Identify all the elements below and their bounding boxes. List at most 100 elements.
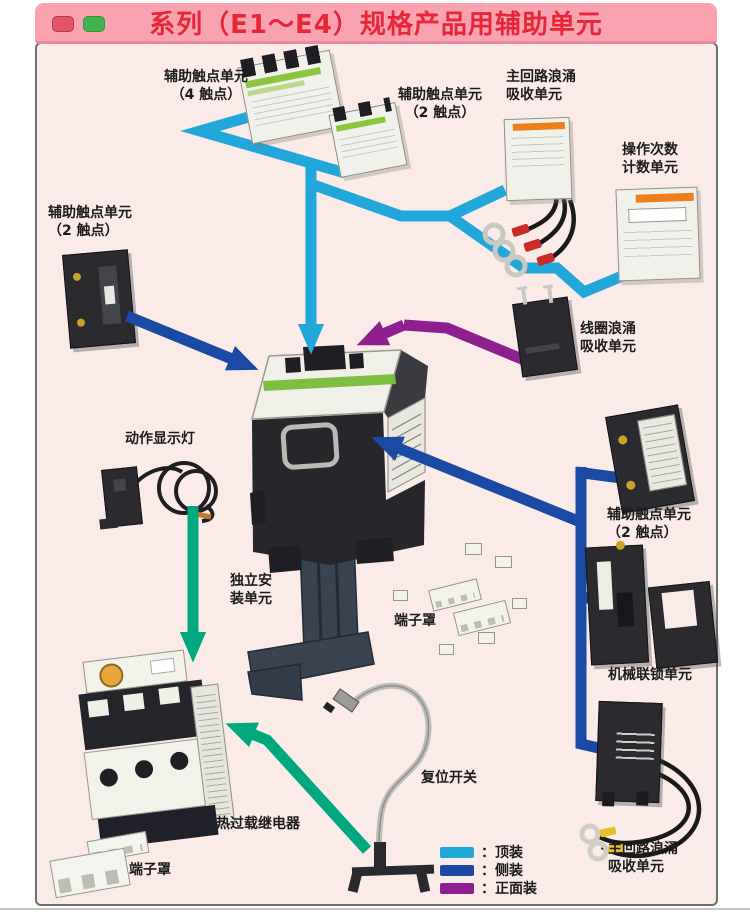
cover-clip — [478, 632, 495, 644]
unit-slot — [103, 285, 116, 305]
label-thermal-relay: 热过载继电器 — [216, 815, 300, 833]
gold-contact — [76, 318, 86, 327]
cover-teeth — [57, 868, 124, 894]
terminal-hole — [134, 759, 155, 780]
label-line: 操作次数 — [622, 142, 678, 158]
terminal — [122, 692, 145, 712]
label-line: （4 触点） — [170, 87, 242, 103]
label-line: 吸收单元 — [608, 859, 664, 875]
label-mount-unit: 独立安 装单元 — [230, 572, 272, 608]
label-line: 机械联锁单元 — [608, 667, 692, 683]
terminal-hole — [98, 767, 119, 788]
label-main-surge-top: 主回路浪涌 吸收单元 — [506, 68, 576, 104]
terminal-cover — [452, 599, 512, 637]
label-line: 热过载继电器 — [216, 816, 300, 832]
legend-label: ：正面装 — [481, 881, 537, 897]
main-surge-absorber-top — [503, 116, 573, 202]
label-plate — [637, 414, 688, 492]
label-line: 主回路浪涌 — [608, 841, 678, 857]
label-lines — [641, 419, 682, 484]
orange-stripe — [512, 122, 565, 131]
legend-item-top-mount: ：顶装 — [440, 845, 523, 861]
cover-clip — [393, 590, 408, 601]
label-line: 线圈浪涌 — [580, 321, 636, 337]
label-terminal-cover-left: 端子罩 — [129, 861, 171, 879]
switch-connector — [332, 688, 360, 713]
label-line: 复位开关 — [421, 770, 477, 786]
gold-screw — [625, 480, 636, 491]
indicator-lamp-unit — [99, 466, 143, 530]
foot — [602, 792, 615, 807]
legend-label: ：侧装 — [481, 863, 523, 879]
label-terminal-cover-mid: 端子罩 — [394, 612, 436, 630]
terminal — [87, 699, 110, 718]
vent-lines — [511, 135, 565, 167]
terminal-cover — [49, 847, 131, 899]
lamp-window — [113, 478, 127, 492]
operation-counter-unit — [615, 186, 701, 282]
bracket-opening — [661, 589, 698, 629]
label-line: 辅助触点单元 — [164, 69, 248, 85]
cover-clip — [465, 543, 482, 555]
label-line: （2 触点） — [404, 105, 476, 121]
label-line: （2 触点） — [48, 223, 119, 239]
window-title: 系列（E1～E4）规格产品用辅助单元 — [149, 9, 603, 40]
label-aux2-right: 辅助触点单元 （2 触点） — [607, 506, 691, 542]
orange-stripe — [635, 192, 694, 203]
legend-swatch-top-mount — [440, 846, 474, 858]
bottom-divider — [0, 908, 750, 910]
label-line: 端子罩 — [394, 613, 436, 629]
foot — [636, 791, 649, 806]
label-line: 计数单元 — [622, 160, 678, 176]
cover-clip — [512, 598, 527, 609]
label-line: 独立安 — [230, 573, 272, 589]
label-indicator-lamp: 动作显示灯 — [125, 430, 195, 448]
white-slot — [596, 561, 614, 610]
terminal-covers-mid — [375, 540, 535, 660]
thermal-overload-relay — [70, 644, 236, 860]
label-line: 吸收单元 — [506, 87, 562, 103]
label-coil-surge: 线圈浪涌 吸收单元 — [580, 320, 636, 356]
main-surge-absorber-bottom — [595, 700, 663, 807]
window-minimize-button[interactable] — [83, 16, 105, 32]
legend-swatch-side-mount — [440, 864, 474, 876]
counter-window — [628, 207, 687, 224]
label-line: （2 触点） — [607, 525, 678, 541]
clamp-foot — [347, 871, 363, 893]
cover-teeth — [435, 592, 476, 608]
legend-item-side-mount: ：侧装 — [440, 863, 523, 879]
label-line: 装单元 — [230, 591, 272, 607]
label-line: 端子罩 — [129, 862, 171, 878]
label-aux2-left: 辅助触点单元 （2 触点） — [48, 204, 132, 240]
reset-tab — [149, 657, 176, 675]
switch-tip — [322, 701, 336, 714]
label-interlock: 机械联锁单元 — [608, 666, 692, 684]
unit-detail — [525, 343, 560, 354]
label-lines — [615, 728, 655, 760]
label-aux2-top: 辅助触点单元 （2 触点） — [384, 86, 496, 122]
label-line: 辅助触点单元 — [398, 87, 482, 103]
gold-screw — [617, 434, 628, 446]
cover-clip — [439, 644, 454, 655]
mechanical-interlock-bracket — [647, 580, 719, 670]
label-line: 辅助触点单元 — [48, 205, 132, 221]
window-close-button[interactable] — [52, 16, 74, 32]
cover-clip — [495, 556, 512, 568]
label-reset-switch: 复位开关 — [421, 769, 477, 787]
window-title-bar: 系列（E1～E4）规格产品用辅助单元 — [35, 3, 717, 44]
reset-switch-unit — [322, 684, 442, 899]
label-line: 辅助触点单元 — [607, 507, 691, 523]
legend-swatch-front-mount — [440, 882, 474, 894]
dark-slot — [616, 592, 635, 627]
label-main-surge-bottom: 主回路浪涌 吸收单元 — [608, 840, 678, 876]
mechanical-interlock-unit — [584, 540, 650, 666]
adjust-dial — [97, 662, 125, 689]
terminal — [158, 686, 181, 705]
label-lines — [338, 125, 398, 159]
label-counter: 操作次数 计数单元 — [622, 141, 678, 177]
coil-surge-absorber-unit — [512, 284, 578, 378]
aux-contact-unit-2-left — [62, 249, 136, 349]
cover-teeth — [460, 614, 505, 633]
label-line: 吸收单元 — [580, 339, 636, 355]
label-line: 主回路浪涌 — [506, 69, 576, 85]
